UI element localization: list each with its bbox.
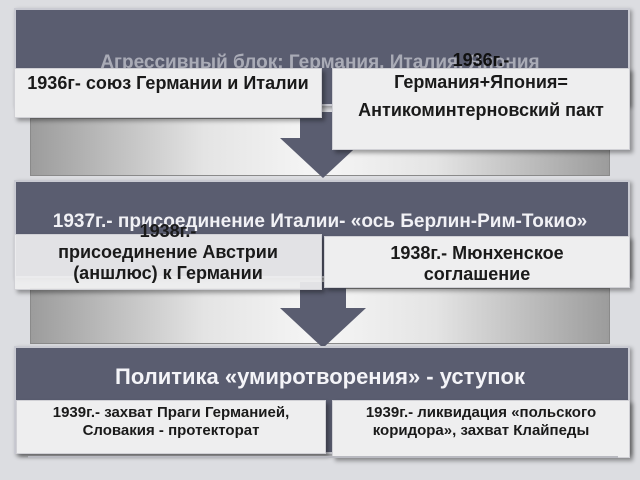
section3-right-text: 1939г.- ликвидация «польского коридора»,… [365,404,597,439]
section1-left-text: 1936г- союз Германии и Италии [27,73,309,93]
section3-header-text: Политика «умиротворения» - уступок [115,364,525,389]
down-arrow-icon [280,282,366,348]
section2-left-line1: 1938г.- [139,221,197,241]
section1-right-line3: Антикоминтерновский пакт [358,100,604,120]
section1-header-text: Агрессивный блок: Германия, Италия, Япон… [100,52,540,73]
section2-left-box: 1938г.- присоединение Австрии (аншлюс) к… [14,221,322,290]
section2-left-line2: присоединение Австрии (аншлюс) к Германи… [58,242,278,283]
section3-right-box: 1939г.- ликвидация «польского коридора»,… [332,400,630,458]
section1-left-box: 1936г- союз Германии и Италии [14,68,322,118]
section2-header-text: 1937г.- присоединение Италии- «ось Берли… [52,211,588,232]
section1-right-line1: 1936г.- [452,50,510,70]
section3-left-text: 1939г.- захват Праги Германией, Словакия… [52,404,290,439]
section1-right-line2: Германия+Япония= [394,72,568,92]
section2-right-box: 1938г.- Мюнхенское соглашение [324,236,630,288]
bottom-divider [28,456,618,458]
section2-right-text: 1938г.- Мюнхенское соглашение [390,243,564,284]
section1-right-box: 1936г.- Германия+Япония= Антикоминтернов… [332,50,630,150]
section3-left-box: 1939г.- захват Праги Германией, Словакия… [16,400,326,454]
